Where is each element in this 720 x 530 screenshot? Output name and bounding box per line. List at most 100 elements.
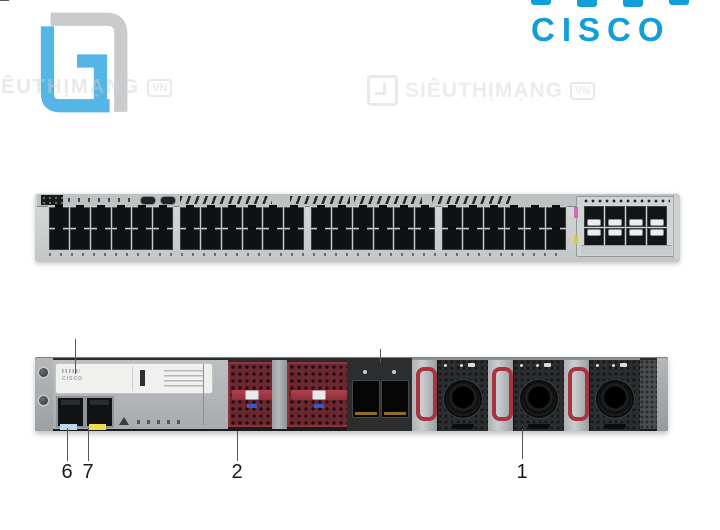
psu-led (604, 363, 607, 367)
psu-indicator-icon (468, 363, 475, 367)
psu-led-row (444, 363, 475, 367)
power-supply-3 (564, 360, 640, 431)
rj45-port (221, 205, 242, 228)
uplink-blank-strip (581, 245, 672, 254)
rear-small-icons (137, 420, 185, 424)
rj45-port (221, 227, 242, 250)
watermark-left-vn-badge: VN (147, 78, 173, 97)
rj45-port (242, 205, 263, 228)
sfp-port (584, 206, 604, 227)
fan-module-2 (287, 362, 351, 427)
uplink-module (574, 196, 679, 257)
psu-latch-plate (488, 360, 513, 431)
rj45-port (180, 205, 200, 228)
watermark-left-text: ÊUTHỊMẠNG (1, 76, 141, 98)
screw-icon (392, 370, 396, 374)
magenta-tab (574, 207, 578, 218)
rj45-port (69, 227, 90, 250)
rj45-port (111, 205, 132, 228)
rear-management-module: cisco (53, 360, 228, 430)
uplink-port-grid (584, 206, 667, 249)
rj45-port (284, 205, 304, 228)
front-right-cap (673, 195, 680, 259)
rear-label-plate: cisco (55, 363, 213, 394)
rj45-port (525, 205, 546, 228)
rj45-port (311, 227, 331, 250)
led-label-marks (68, 198, 136, 202)
rear-right-bracket (657, 358, 668, 431)
sfp-port (605, 206, 625, 227)
yellow-tab (574, 235, 578, 244)
rj45-port (153, 205, 173, 228)
switch-front-panel (35, 193, 680, 262)
yellow-port-label (89, 424, 106, 430)
plate-groove (132, 366, 133, 391)
rj45-port (483, 205, 504, 228)
psu-red-handle (416, 367, 437, 421)
psu-latch-plate (412, 360, 437, 431)
rj45-port (442, 205, 462, 228)
sfp-port (584, 228, 604, 249)
rear-hex-grille (640, 360, 657, 429)
ac-inlet (522, 382, 556, 417)
fan-divider-bracket (272, 360, 287, 429)
psu-led (460, 363, 463, 367)
watermark-center-vn-badge: VN (570, 81, 596, 100)
psu-led-row (520, 363, 551, 367)
stackwise-port-area (347, 358, 412, 431)
vent-grille (432, 196, 514, 204)
fan-module-1 (228, 362, 276, 427)
rj45-port (180, 227, 200, 250)
rj45-port (132, 205, 153, 228)
psu-led (444, 363, 447, 367)
warning-triangle-icon (119, 417, 129, 425)
watermark-center-text: SIÊUTHỊMẠNG (405, 78, 563, 102)
rj45-port (352, 205, 373, 228)
cisco-wordmark: CISCO (531, 11, 671, 48)
rj45-port (200, 205, 221, 228)
rj45-port (49, 205, 69, 228)
sieuthimang-logo-icon (40, 12, 128, 113)
power-supply-bays (412, 358, 640, 431)
vent-grille (180, 196, 272, 204)
rj45-port (462, 205, 483, 228)
rj45-port (504, 227, 525, 250)
rear-plate-brand: cisco (62, 375, 83, 382)
leader-line-7 (88, 428, 89, 461)
power-supply-1 (412, 360, 488, 431)
cisco-mini-bridge-icon (62, 369, 80, 373)
cisco-bridge-bar (531, 0, 551, 5)
management-port-right (85, 396, 114, 428)
front-port-group (310, 205, 436, 251)
psu-latch-tab (452, 424, 474, 429)
blue-port-label (60, 424, 77, 430)
callout-2: 2 (231, 461, 243, 483)
leader-line-top-left (75, 339, 76, 374)
rj45-port (49, 227, 69, 250)
ac-inlet (446, 382, 480, 417)
screw-icon (39, 396, 48, 405)
leader-line-6 (67, 428, 68, 461)
rj45-port (311, 205, 331, 228)
stackwise-connector (381, 380, 409, 418)
callout-1: 1 (516, 461, 528, 483)
vent-grille (290, 196, 350, 204)
rj45-port (200, 227, 221, 250)
front-top-strip (37, 194, 678, 207)
psu-led (520, 363, 523, 367)
leader-cross-mark (0, 0, 9, 1)
rj45-port (69, 205, 90, 228)
fan-blue-marker (314, 404, 324, 409)
rj45-port (331, 205, 352, 228)
psu-indicator-icon (620, 363, 627, 367)
ac-inlet (598, 382, 632, 417)
power-supply-2 (488, 360, 564, 431)
psu-body (437, 360, 488, 431)
watermark-left: ÊUTHỊMẠNG VN (1, 76, 173, 99)
rj45-port (242, 227, 263, 250)
status-led-block (41, 195, 63, 205)
psu-indicator-icon (544, 363, 551, 367)
front-port-group (441, 205, 567, 251)
sfp-port (626, 206, 646, 227)
